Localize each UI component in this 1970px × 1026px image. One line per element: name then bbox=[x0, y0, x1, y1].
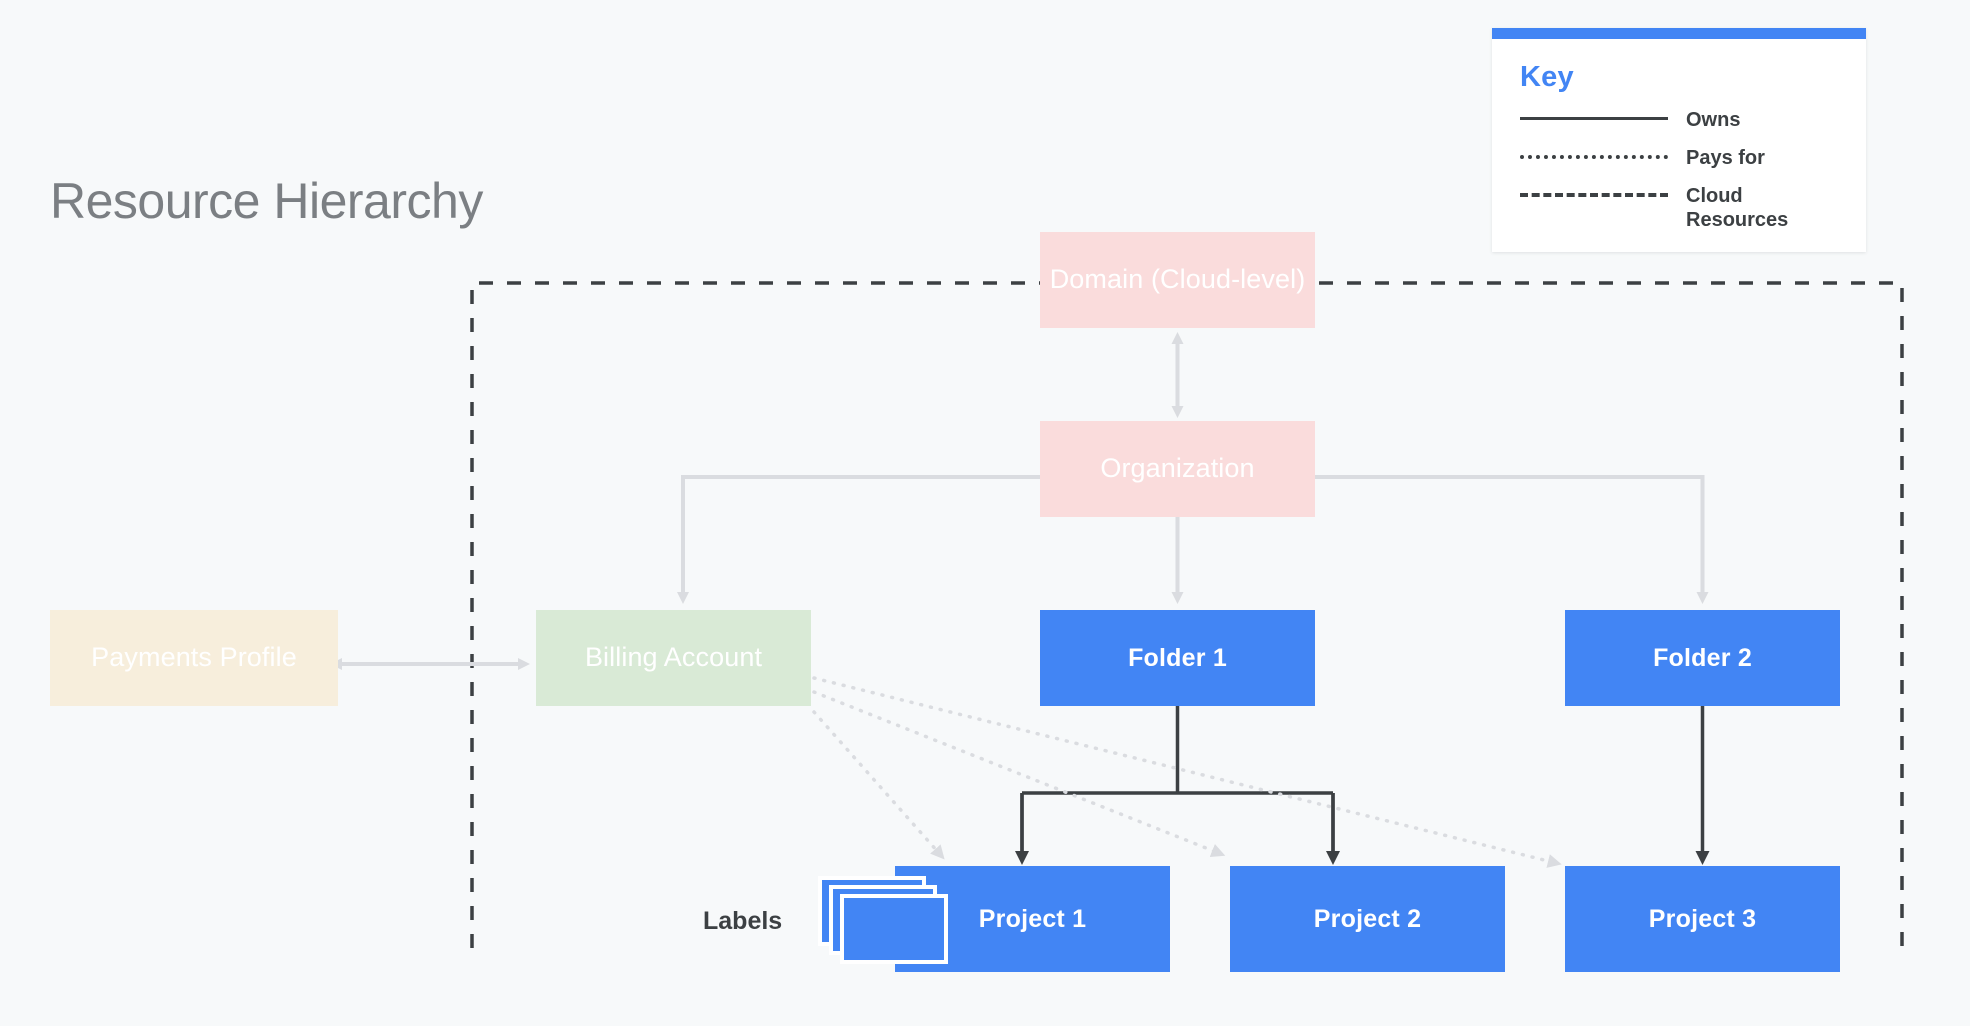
key-row-owns: Owns bbox=[1520, 108, 1838, 132]
key-label-pays-for: Pays for bbox=[1686, 147, 1765, 169]
key-label-owns: Owns bbox=[1686, 109, 1741, 131]
key-line-dotted-icon bbox=[1520, 146, 1668, 168]
labels-stack-icon bbox=[818, 876, 950, 968]
key-line-solid-icon bbox=[1520, 108, 1668, 130]
node-billing-account-label: Billing Account bbox=[584, 642, 763, 673]
key-heading: Key bbox=[1520, 61, 1574, 93]
node-project-2[interactable]: Project 2 bbox=[1230, 866, 1505, 972]
node-project-2-label: Project 2 bbox=[1313, 904, 1422, 933]
key-row-cloud-resources: Cloud Resources bbox=[1520, 184, 1838, 232]
node-folder-2[interactable]: Folder 2 bbox=[1565, 610, 1840, 706]
edge-organization-folder-2 bbox=[1315, 475, 1709, 604]
key-label-cloud-resources: Cloud Resources bbox=[1686, 185, 1789, 231]
node-project-1-label: Project 1 bbox=[978, 904, 1087, 933]
key-legend-panel: Key Owns Pays for Cloud Resources bbox=[1492, 28, 1866, 252]
key-accent-bar bbox=[1492, 28, 1866, 39]
page-title: Resource Hierarchy bbox=[50, 173, 483, 229]
node-folder-2-label: Folder 2 bbox=[1653, 643, 1752, 672]
labels-caption: Labels bbox=[703, 907, 783, 935]
node-folder-1-label: Folder 1 bbox=[1128, 643, 1227, 672]
edge-organization-billing-account bbox=[677, 475, 1040, 604]
node-payments-profile-label: Payments Profile bbox=[91, 642, 297, 673]
node-folder-1[interactable]: Folder 1 bbox=[1040, 610, 1315, 706]
node-project-3[interactable]: Project 3 bbox=[1565, 866, 1840, 972]
node-project-3-label: Project 3 bbox=[1648, 904, 1757, 933]
key-row-pays-for: Pays for bbox=[1520, 146, 1838, 170]
node-organization-label: Organization bbox=[1100, 453, 1255, 484]
key-line-dashed-icon bbox=[1520, 184, 1668, 206]
node-organization[interactable]: Organization bbox=[1040, 421, 1315, 517]
edge-folder-1-projects bbox=[1015, 706, 1340, 865]
edge-billing-pays-project-2 bbox=[812, 690, 1226, 858]
label-card-front bbox=[840, 894, 948, 964]
node-domain[interactable]: Domain (Cloud-level) bbox=[1040, 232, 1315, 328]
node-billing-account[interactable]: Billing Account bbox=[536, 610, 811, 706]
node-payments-profile[interactable]: Payments Profile bbox=[50, 610, 338, 706]
node-domain-label: Domain (Cloud-level) bbox=[1049, 264, 1306, 295]
edge-billing-pays-project-1 bbox=[812, 710, 945, 860]
